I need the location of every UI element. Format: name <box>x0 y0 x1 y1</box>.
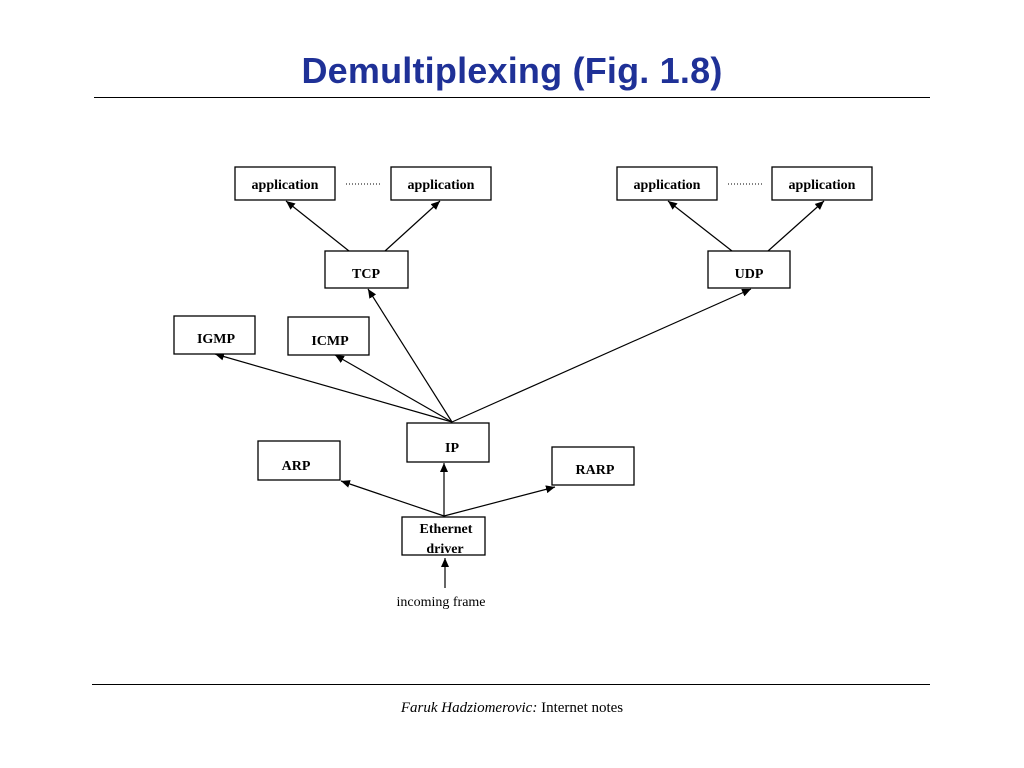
node-label: TCP <box>352 267 380 282</box>
node-icmp: ICMP <box>287 316 370 356</box>
node-ip: IP <box>406 422 490 463</box>
slide-footer: Faruk Hadziomerovic: Internet notes <box>0 700 1024 717</box>
node-tcp: TCP <box>324 250 409 289</box>
edge-tcp-app1 <box>285 200 350 252</box>
incoming-frame-label: incoming frame <box>396 595 485 610</box>
edge-ethernet-arp <box>340 480 445 517</box>
edge-ip-igmp <box>214 352 453 423</box>
footer-author: Faruk Hadziomerovic: <box>400 700 538 716</box>
title-divider <box>94 97 930 98</box>
edge-ethernet-rarp <box>443 485 556 517</box>
node-label: application <box>252 178 319 193</box>
edge-ip-udp <box>451 288 752 423</box>
node-application-2: application <box>390 166 492 201</box>
node-arp: ARP <box>257 440 341 481</box>
node-ethernet-driver: Ethernet driver <box>401 516 486 557</box>
footer-divider <box>92 684 930 685</box>
edge-ip-tcp <box>367 288 453 423</box>
node-label: IP <box>445 441 459 456</box>
node-label: ICMP <box>311 334 349 349</box>
slide-title: Demultiplexing (Fig. 1.8) <box>301 50 723 91</box>
node-label-line1: Ethernet <box>420 522 473 537</box>
edge-udp-app4 <box>767 200 825 252</box>
node-label: ARP <box>282 459 311 474</box>
edge-ip-icmp <box>334 354 453 423</box>
node-label: application <box>789 178 856 193</box>
node-label: RARP <box>576 463 615 478</box>
edge-tcp-app2 <box>384 200 441 252</box>
node-label-line2: driver <box>426 542 463 557</box>
node-udp: UDP <box>707 250 791 289</box>
node-rarp: RARP <box>551 446 635 486</box>
diagram-edges <box>214 200 825 588</box>
node-application-1: application <box>234 166 336 201</box>
edge-udp-app3 <box>667 200 733 252</box>
footer-text: Internet notes <box>537 700 624 716</box>
node-label: application <box>408 178 475 193</box>
node-label: IGMP <box>197 332 236 347</box>
node-label: UDP <box>735 267 764 282</box>
node-application-4: application <box>771 166 873 201</box>
node-label: application <box>634 178 701 193</box>
node-application-3: application <box>616 166 718 201</box>
node-igmp: IGMP <box>173 315 256 355</box>
